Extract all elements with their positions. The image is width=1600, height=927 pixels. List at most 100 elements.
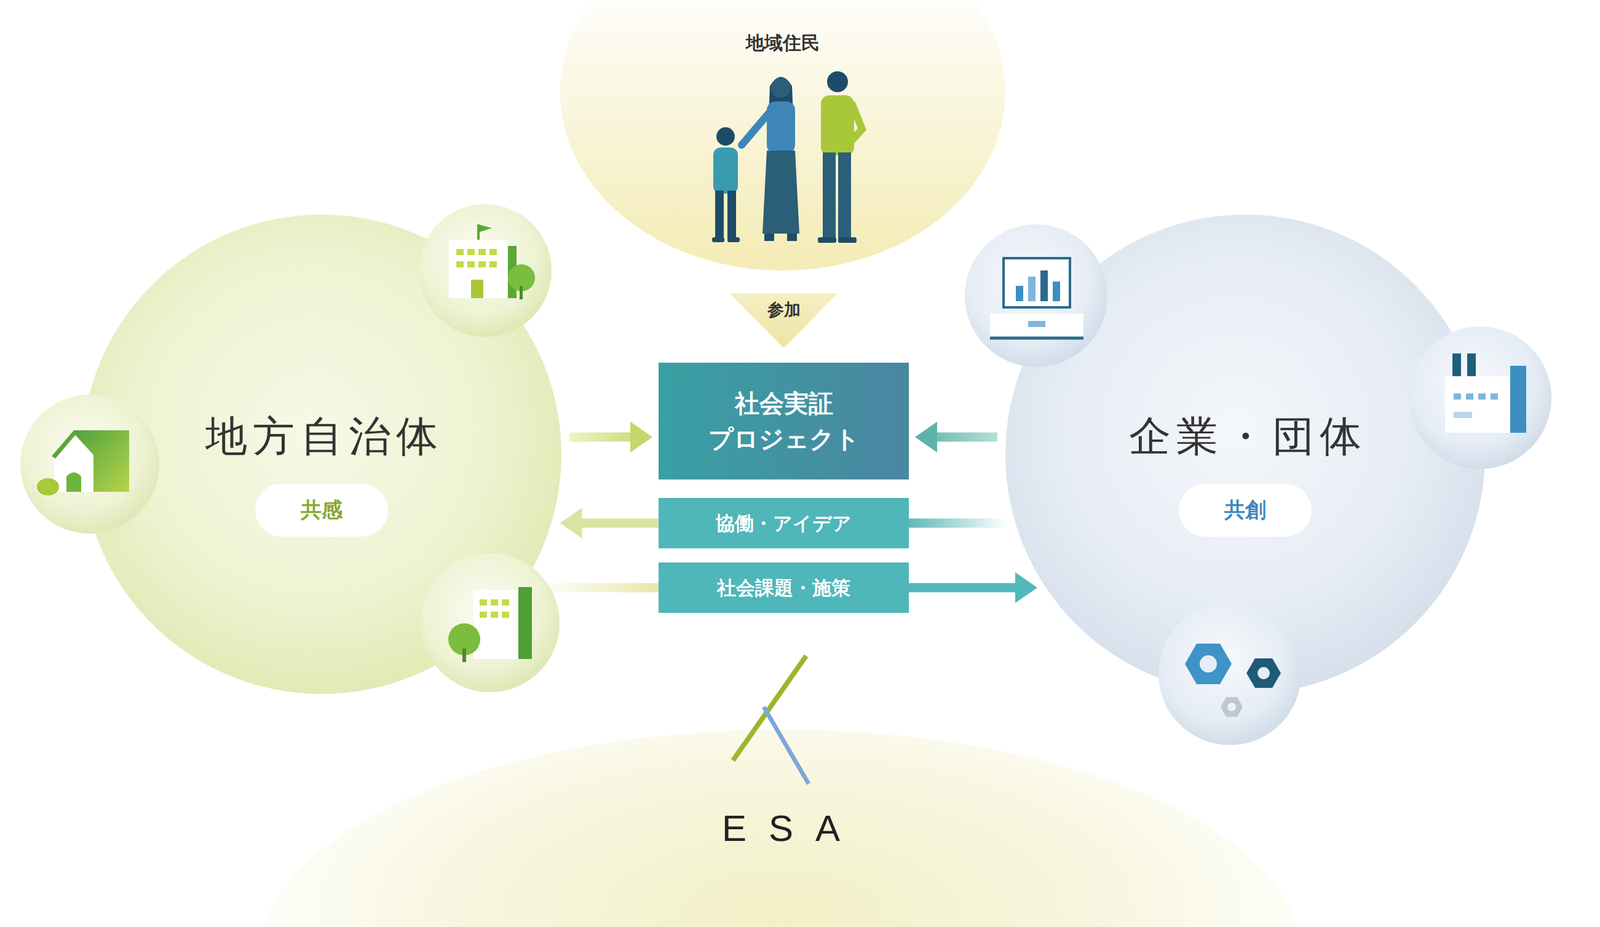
laptop-chart-icon-part (990, 336, 1084, 341)
city-hall-icon-part (456, 261, 464, 268)
gears-icon (1184, 643, 1281, 717)
office-building-icon-part (518, 587, 532, 660)
box-label: 社会課題・施策 (716, 574, 851, 602)
house-icon-part (73, 430, 130, 492)
office-building-icon-part (479, 599, 488, 606)
house-icon-part (66, 472, 82, 493)
city-hall-icon-part (478, 261, 486, 268)
city-hall-icon-part (489, 249, 497, 256)
laptop-chart-icon-part (990, 313, 1084, 339)
issues-box: 社会課題・施策 (658, 562, 909, 614)
residents-figures-part (712, 237, 725, 243)
arrowhead (1015, 572, 1038, 604)
companies-circle: 企業・団体共創 (1005, 214, 1486, 695)
city-hall-icon-part (478, 224, 492, 233)
residents-figures-part (771, 78, 791, 98)
municipality-circle: 地方自治体共感 (81, 214, 562, 695)
group-label: 地域住民 (553, 29, 1013, 57)
residents-figures-part (762, 150, 800, 234)
city-hall-icon-part (507, 245, 517, 299)
city-hall-icon-part (477, 224, 480, 242)
residents-figures-part (849, 104, 863, 143)
esa-logo-mark-part (732, 656, 807, 761)
residents-figures-part (820, 95, 855, 156)
city-hall-icon-part (448, 239, 508, 299)
laptop-chart-icon (990, 258, 1084, 339)
laptop-chart-icon-part (1040, 270, 1048, 302)
municipality-circle-fill (81, 214, 562, 695)
connector-line (908, 583, 1018, 593)
esa-logo-mark-part (763, 707, 809, 785)
residents-figures-part (817, 237, 837, 243)
factory-icon-part (1445, 376, 1513, 433)
residents-figures (712, 71, 863, 243)
laptop-chart-icon-part (1052, 281, 1061, 302)
empathy-pill: 共感 (255, 483, 389, 537)
collaboration-box: 協働・アイデア (658, 498, 909, 549)
city-hall-icon-part (471, 279, 484, 299)
pill-label: 共創 (1224, 496, 1267, 525)
connector-line (908, 518, 1007, 529)
connector-arrow (914, 421, 998, 453)
gears-icon-part (1220, 697, 1243, 717)
factory-icon-part (1453, 393, 1462, 400)
esa-band: ESA (275, 729, 1287, 927)
residents-figures-part (838, 237, 857, 243)
companies-circle-fill (1005, 214, 1486, 695)
left-satellites-part (418, 204, 552, 337)
circle-title: 地方自治体 (81, 410, 562, 463)
arrowhead (914, 421, 938, 453)
left-satellites-part (420, 553, 560, 693)
residents-figures-part (713, 147, 738, 194)
arrowhead (630, 421, 653, 453)
box-label: 社会実証 プロジェクト (672, 385, 896, 457)
residents-figures-part (727, 237, 740, 243)
office-building-icon-part (490, 599, 499, 606)
city-hall-icon-part (478, 249, 486, 256)
gears-icon-part (1199, 655, 1217, 673)
house-icon-part (51, 430, 77, 459)
factory-icon-part (1453, 411, 1473, 419)
residents-figures-part (822, 152, 836, 239)
city-hall-icon-part (489, 261, 497, 268)
residents-figures-part (838, 152, 852, 239)
factory-icon-part (1478, 393, 1486, 400)
connector-arrow (569, 421, 653, 453)
connector-line (934, 432, 998, 443)
laptop-chart-icon-part (1028, 276, 1036, 302)
office-building-icon-part (501, 611, 510, 618)
office-building-icon-part (448, 623, 481, 656)
right-satellites-part (964, 224, 1108, 368)
office-building-icon-part (490, 611, 499, 618)
residents-figures-part (766, 101, 796, 154)
edge-label-holder: 参加 (729, 299, 839, 321)
participation-arrowhead (729, 293, 839, 349)
connector-line (569, 432, 633, 443)
office-building-icon-part (501, 599, 510, 606)
city-hall-icon-part (507, 264, 535, 292)
factory-icon-part (1510, 365, 1527, 433)
residents-figures-part (764, 233, 775, 242)
pill-label: 共感 (300, 496, 343, 525)
gears-icon-part (1184, 643, 1232, 685)
left-satellites-part (20, 394, 160, 534)
office-building-icon-part (473, 590, 518, 660)
office-building-icon-part (462, 648, 467, 663)
right-satellites-part (1408, 326, 1552, 470)
city-hall-icon-part (467, 261, 475, 268)
co-creation-pill: 共創 (1178, 483, 1312, 537)
laptop-chart-icon-part (1015, 285, 1024, 302)
factory-icon-part (1452, 353, 1462, 379)
circle-title: 企業・団体 (1005, 410, 1486, 463)
residents-figures-part (715, 190, 724, 239)
residents-figures-part (768, 76, 794, 117)
box-label: 協働・アイデア (715, 509, 852, 538)
connector-line (579, 518, 659, 529)
residents-figures-part (787, 233, 797, 242)
factory-icon-part (1467, 353, 1476, 379)
house-icon-part (36, 478, 60, 496)
right-satellites-part (1158, 602, 1302, 746)
right-satellites (964, 224, 1552, 746)
gears-icon-part (1227, 702, 1236, 712)
residents-figures-part (716, 127, 735, 146)
